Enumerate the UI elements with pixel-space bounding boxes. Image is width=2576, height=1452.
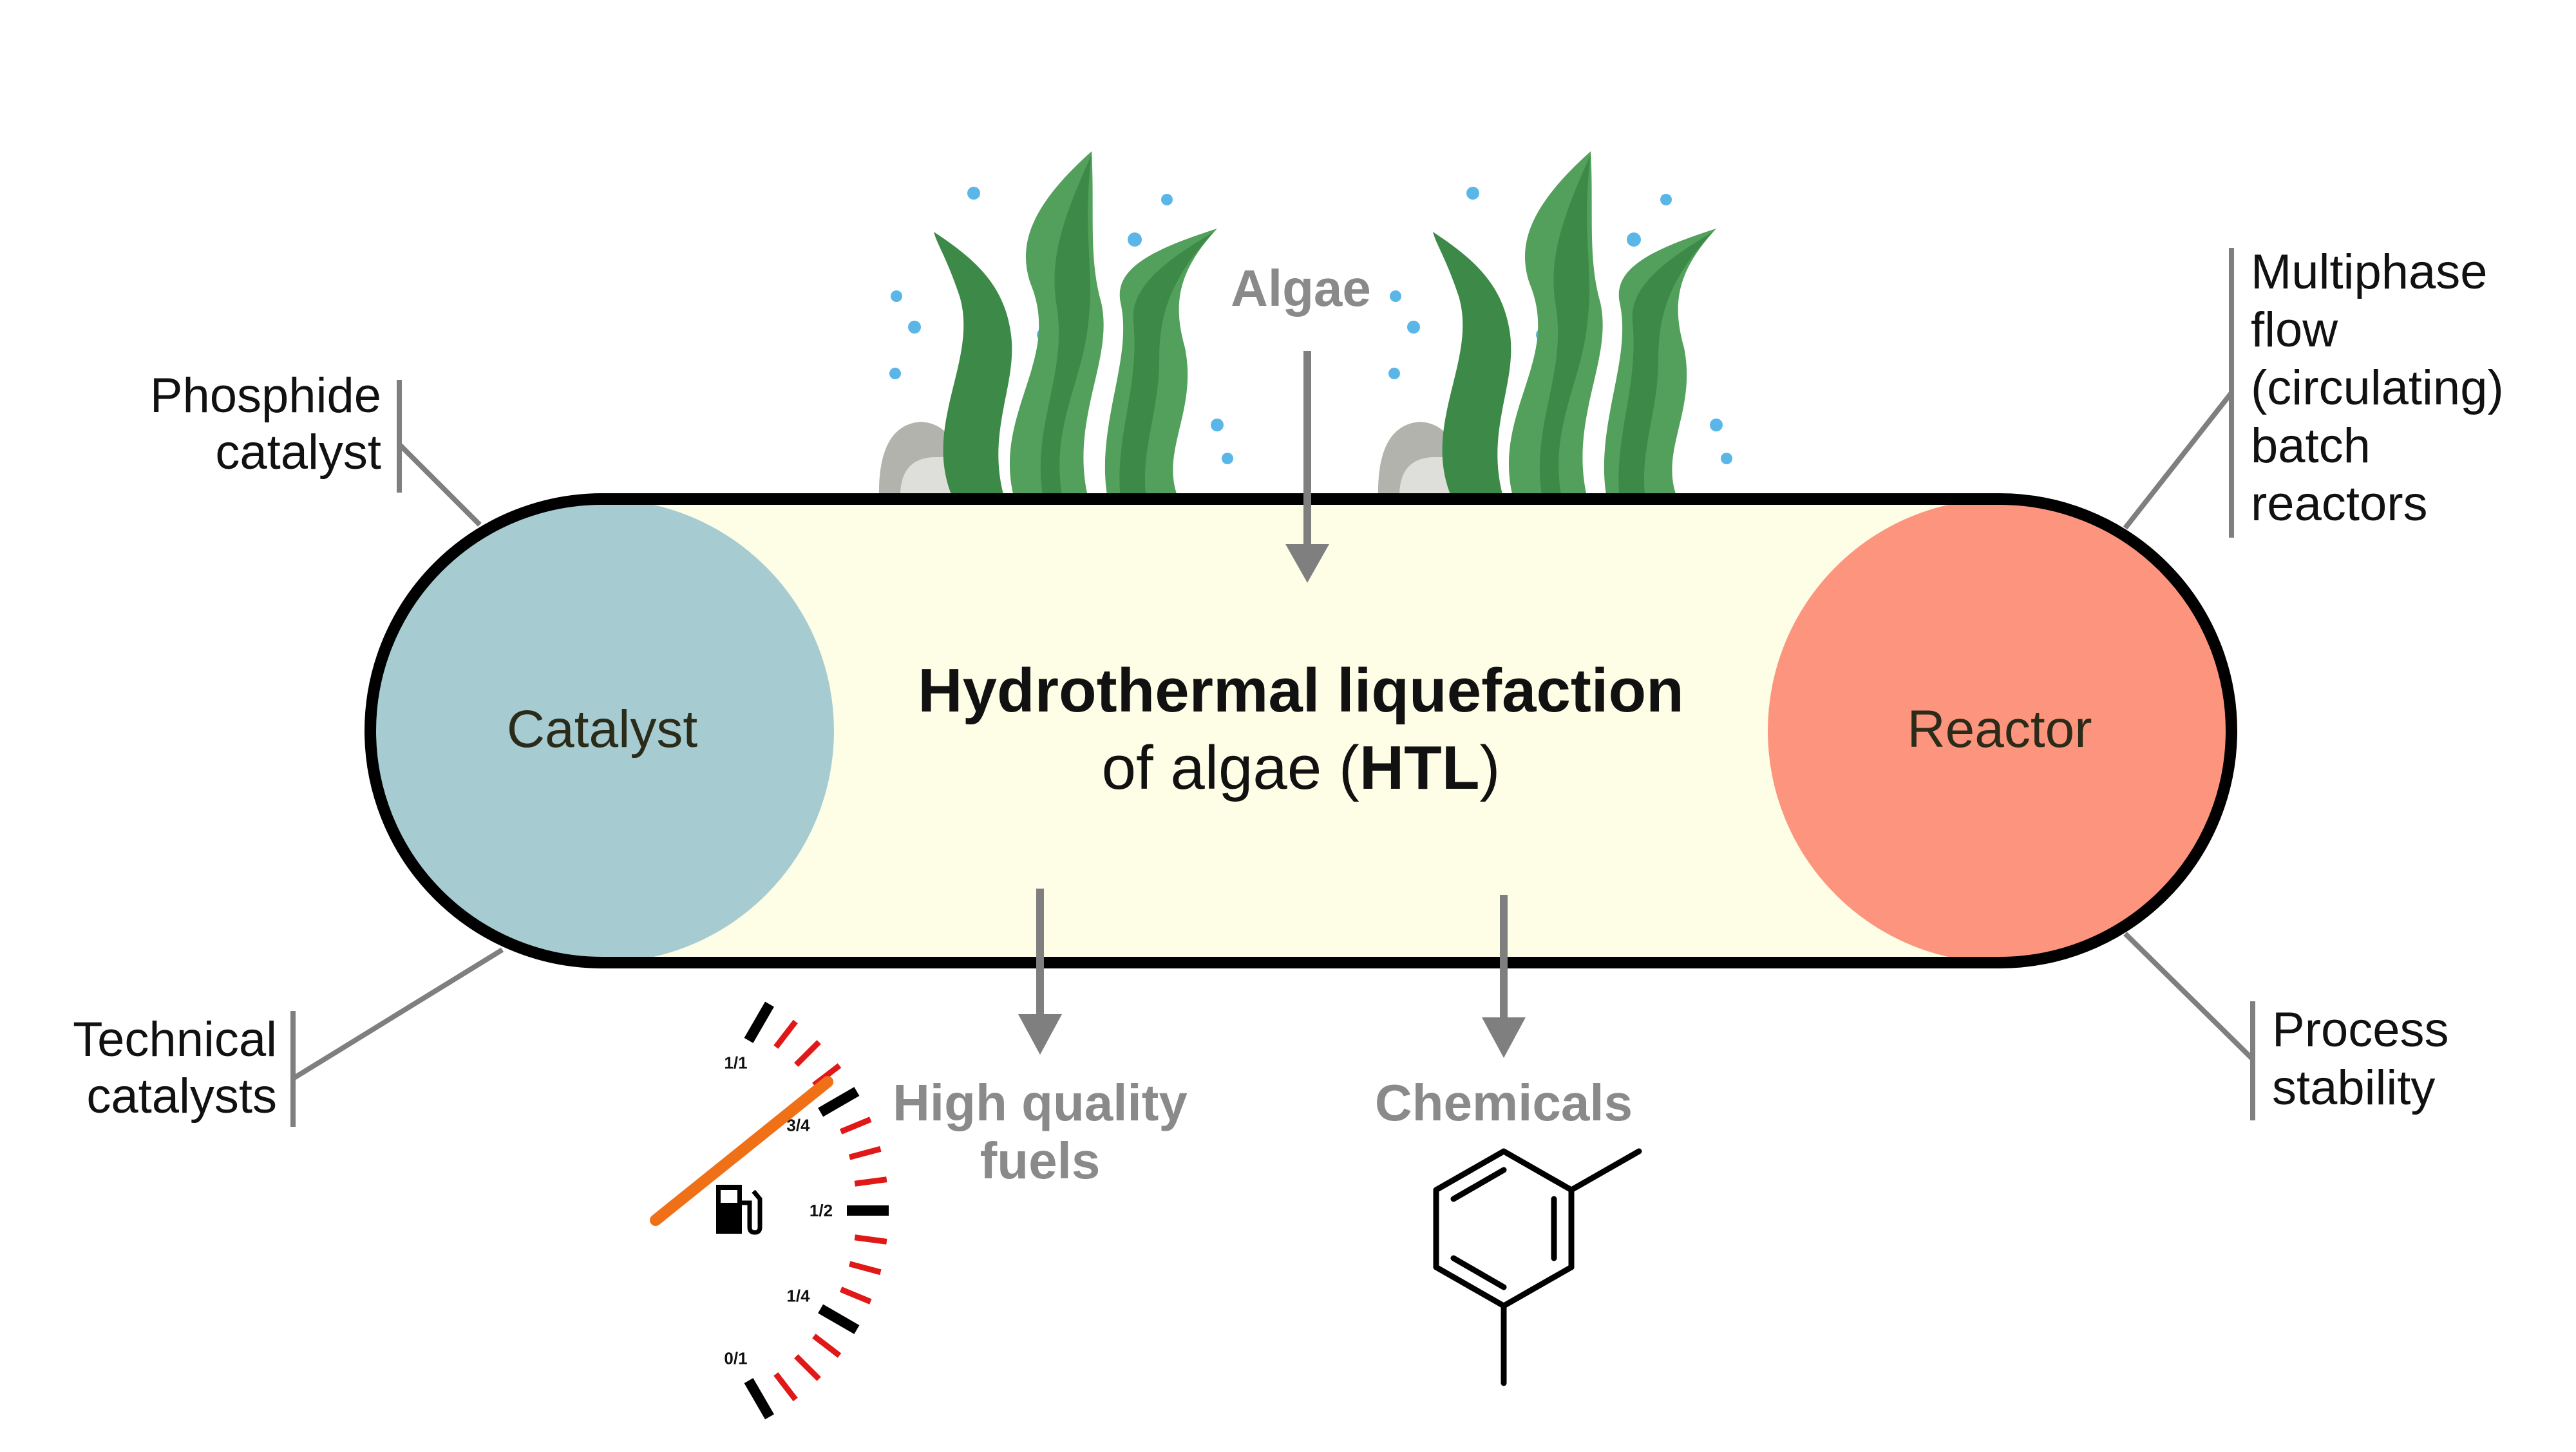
multiphase-line3: (circulating) bbox=[2251, 361, 2504, 415]
gauge-needle bbox=[650, 1076, 834, 1226]
algae-left-icon bbox=[878, 151, 1233, 499]
molecule-icon bbox=[1433, 1148, 1642, 1386]
technical-line2: catalysts bbox=[86, 1069, 277, 1124]
chemicals-label: Chemicals bbox=[1375, 1074, 1633, 1131]
algae-input-arrow bbox=[1285, 351, 1329, 583]
fuel-pump-icon bbox=[716, 1185, 762, 1235]
fuels-label-line1: High quality bbox=[893, 1074, 1188, 1131]
gauge-minor-tick bbox=[812, 1063, 842, 1088]
technical-line1: Technical bbox=[73, 1012, 277, 1067]
gauge-minor-tick bbox=[848, 1146, 882, 1160]
algae-right-icon bbox=[1378, 151, 1732, 499]
gauge-tick-label: 1/1 bbox=[724, 1053, 747, 1073]
chemicals-output-arrow bbox=[1482, 895, 1526, 1058]
fuels-output-arrow bbox=[1018, 889, 1062, 1055]
technical-annotation: Technical catalysts bbox=[73, 1012, 277, 1124]
process-line2: stability bbox=[2272, 1061, 2435, 1115]
multiphase-line4: batch bbox=[2251, 419, 2371, 473]
gauge-minor-tick bbox=[854, 1176, 887, 1187]
catalyst-circle bbox=[370, 499, 834, 963]
gauge-tick-label: 1/4 bbox=[786, 1287, 810, 1306]
htl-capsule bbox=[365, 493, 2237, 968]
algae-label: Algae bbox=[1231, 259, 1371, 317]
catalyst-label: Catalyst bbox=[507, 700, 697, 759]
gauge-major-tick bbox=[818, 1087, 860, 1117]
gauge-tick-label: 0/1 bbox=[724, 1348, 747, 1368]
phosphide-connector bbox=[397, 380, 482, 527]
gauge-minor-tick bbox=[812, 1334, 842, 1358]
fuel-gauge-icon: 1/13/41/21/40/1 bbox=[650, 1001, 889, 1420]
multiphase-annotation: Multiphase flow (circulating) batch reac… bbox=[2251, 245, 2504, 531]
gauge-minor-tick bbox=[848, 1261, 882, 1276]
process-connector bbox=[2123, 932, 2255, 1120]
gauge-minor-tick bbox=[854, 1234, 887, 1245]
gauge-tick-label: 1/2 bbox=[810, 1201, 833, 1220]
gauge-major-tick bbox=[818, 1304, 860, 1334]
process-line1: Process bbox=[2272, 1003, 2449, 1057]
process-annotation: Process stability bbox=[2272, 1003, 2449, 1115]
gauge-minor-tick bbox=[794, 1040, 821, 1067]
gauge-minor-tick bbox=[839, 1117, 872, 1135]
diagram-title: Hydrothermal liquefaction bbox=[918, 656, 1684, 725]
gauge-minor-tick bbox=[773, 1019, 798, 1049]
multiphase-line1: Multiphase bbox=[2251, 245, 2488, 299]
multiphase-connector bbox=[2123, 248, 2234, 538]
gauge-major-tick bbox=[744, 1001, 774, 1043]
gauge-major-tick bbox=[744, 1378, 774, 1420]
multiphase-line2: flow bbox=[2251, 303, 2338, 357]
phosphide-line2: catalyst bbox=[215, 425, 381, 480]
fuels-label-line2: fuels bbox=[980, 1132, 1101, 1189]
gauge-minor-tick bbox=[794, 1354, 821, 1381]
reactor-circle bbox=[1768, 499, 2231, 963]
multiphase-line5: reactors bbox=[2251, 476, 2428, 531]
phosphide-line1: Phosphide bbox=[150, 368, 381, 423]
diagram-subtitle: of algae (HTL) bbox=[1102, 733, 1501, 802]
reactor-label: Reactor bbox=[1907, 700, 2092, 759]
phosphide-annotation: Phosphide catalyst bbox=[150, 368, 381, 480]
technical-connector bbox=[290, 947, 504, 1127]
gauge-minor-tick bbox=[839, 1287, 872, 1305]
gauge-minor-tick bbox=[773, 1372, 798, 1402]
